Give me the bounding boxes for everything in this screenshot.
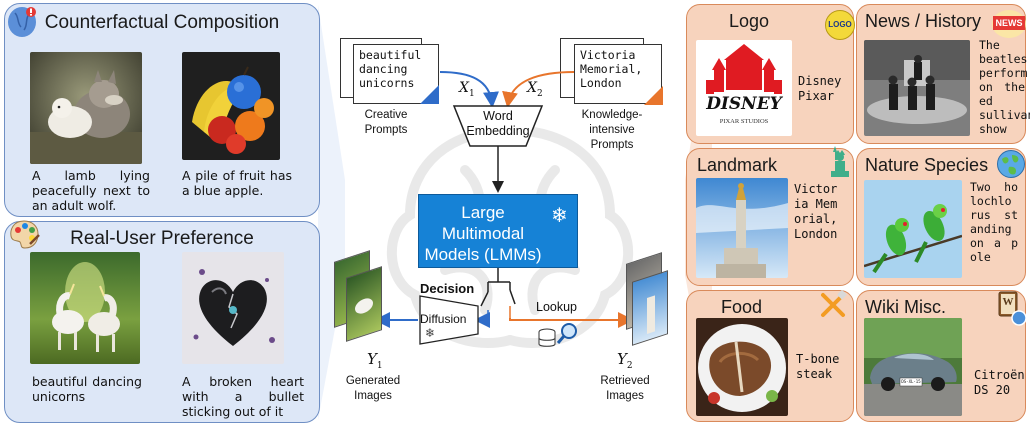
news-caption: The beatles perform on the ed sullivan s… bbox=[979, 38, 1030, 136]
generated-image-front bbox=[346, 266, 382, 342]
disney-logo-text: DISNEY bbox=[706, 94, 782, 114]
creative-doc-fold bbox=[420, 85, 439, 104]
counterfactual-title: Counterfactual Composition bbox=[44, 12, 280, 33]
holochlorus-image bbox=[864, 180, 962, 278]
unicorns-image bbox=[30, 252, 140, 364]
word-embedding-label: Word Embedding bbox=[466, 109, 530, 138]
y1-label: Y1 bbox=[367, 350, 383, 371]
statue-of-liberty-icon bbox=[823, 144, 853, 178]
earth-globe-icon bbox=[996, 149, 1026, 179]
fruit-caption: A pile of fruit has a blue apple. bbox=[182, 168, 292, 198]
brain-icon bbox=[6, 5, 38, 39]
nature-title: Nature Species bbox=[865, 155, 989, 175]
diffusion-trapezoid bbox=[419, 295, 479, 345]
retrieved-images-label: Retrieved Images bbox=[600, 375, 650, 402]
decision-label: Decision bbox=[420, 281, 475, 296]
wolf-lamb-image bbox=[30, 52, 142, 164]
logo-title: Logo bbox=[729, 11, 770, 31]
broken-heart-caption: A broken heart with a bullet sticking ou… bbox=[182, 374, 304, 419]
knowledge-prompt-doc: Victoria Memorial, London bbox=[574, 44, 662, 104]
wiki-book-icon: W bbox=[995, 290, 1027, 326]
food-caption: T-bone steak bbox=[796, 352, 840, 381]
t-bone-steak-image bbox=[696, 318, 788, 416]
x2-label: X2 bbox=[527, 80, 543, 99]
diffusion-snowflake-icon: ❄ bbox=[425, 326, 436, 340]
palette-icon bbox=[8, 218, 40, 250]
unicorns-caption: beautiful dancing unicorns bbox=[32, 374, 142, 404]
diffusion-label: Diffusion bbox=[420, 312, 467, 326]
logo-caption: Disney Pixar bbox=[798, 74, 842, 103]
broken-heart-image bbox=[182, 252, 284, 364]
snowflake-icon: ❄ bbox=[551, 203, 568, 227]
news-title: News / History bbox=[865, 11, 982, 31]
food-title: Food bbox=[721, 297, 763, 317]
lmm-box: Large Multimodal Models (LMMs) bbox=[418, 194, 578, 268]
creative-prompts-label: Creative Prompts bbox=[364, 109, 408, 136]
pixar-studios-text: PIXAR STUDIOS bbox=[719, 118, 769, 125]
fork-knife-icon bbox=[818, 290, 850, 320]
beatles-image bbox=[864, 40, 970, 136]
generated-images-label: Generated Images bbox=[345, 375, 401, 402]
wiki-book-letter: W bbox=[1002, 296, 1014, 308]
preference-title: Real-User Preference bbox=[70, 228, 254, 249]
lmm-label: Large Multimodal Models (LMMs) bbox=[424, 203, 542, 264]
lookup-label: Lookup bbox=[536, 300, 578, 314]
retrieved-image-front bbox=[632, 270, 668, 346]
license-plate-text: DS-XL-15 bbox=[901, 379, 921, 384]
y2-label: Y2 bbox=[617, 350, 633, 371]
landmark-caption: Victoria Memorial, London bbox=[794, 182, 838, 241]
landmark-title: Landmark bbox=[697, 155, 778, 175]
knowledge-doc-fold bbox=[644, 86, 663, 105]
disney-logo-image: DISNEY PIXAR STUDIOS bbox=[696, 40, 792, 136]
logo-badge-icon: LOGO bbox=[825, 10, 855, 40]
database-search-icon bbox=[538, 323, 577, 347]
word-embedding-trapezoid bbox=[452, 105, 544, 147]
wiki-caption: Citroën DS 20 bbox=[974, 368, 1025, 397]
victoria-memorial-image bbox=[696, 178, 788, 278]
x1-label: X1 bbox=[459, 80, 475, 99]
creative-prompt-doc: beautiful dancing unicorns bbox=[353, 44, 439, 104]
fruit-image bbox=[182, 52, 280, 160]
nature-caption: Two holochlorus standing on a pole bbox=[970, 180, 1018, 264]
knowledge-prompts-label: Knowledge-intensive Prompts bbox=[581, 109, 643, 151]
news-badge-icon: NEWS bbox=[992, 10, 1026, 38]
citroen-ds20-image: DS-XL-15 bbox=[864, 318, 962, 416]
wiki-title: Wiki Misc. bbox=[865, 297, 946, 317]
wolf-lamb-caption: A lamb lying peacefully next to an adult… bbox=[32, 168, 150, 213]
